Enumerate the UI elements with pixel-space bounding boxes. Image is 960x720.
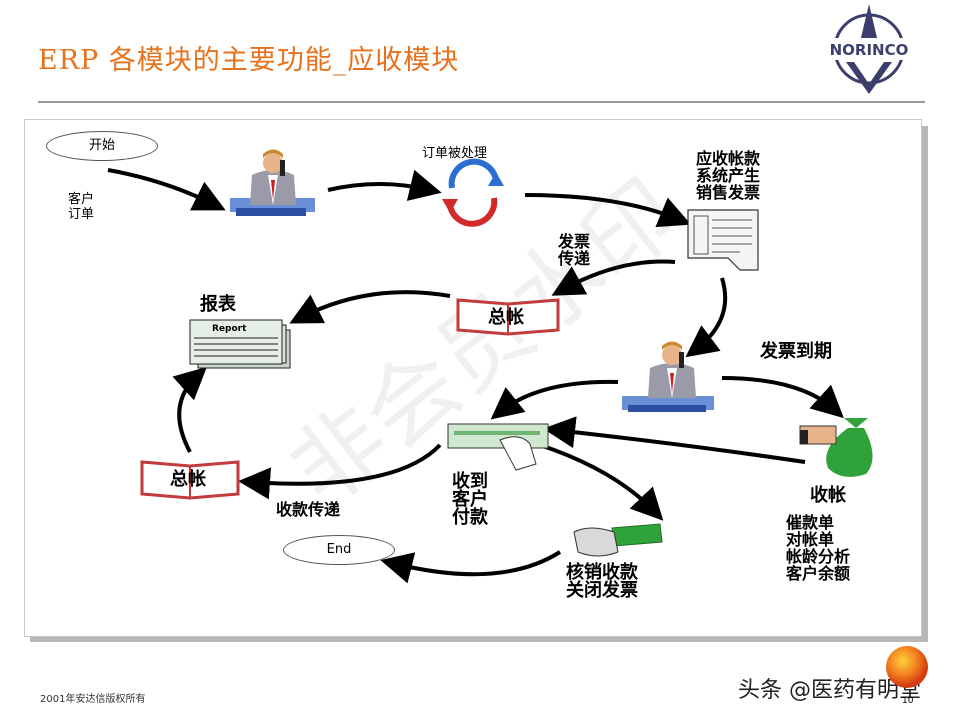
ledger-book-icon-top [456, 298, 560, 336]
norinco-logo-icon: NORINCO [828, 4, 910, 94]
arrow-invoice-to-ledger [551, 259, 676, 296]
start-node: 开始 [46, 131, 158, 161]
copyright-text: 2001年安达信版权所有 [40, 694, 146, 705]
report-title-label: 报表 [200, 294, 236, 315]
arrow-order-to-clerk [107, 168, 226, 211]
money-bag-icon [799, 418, 873, 477]
writeoff-handshake-icon [573, 523, 663, 557]
collection-docs-label: 催款单 对帐单 帐龄分析 客户余额 [786, 513, 851, 583]
arrow-clerk-to-money [721, 376, 844, 419]
process-cycle-icon [442, 158, 504, 227]
arrow-money-to-check [543, 416, 806, 464]
clerk-phone-icon-top [230, 149, 315, 216]
clerk-phone-icon-middle [622, 341, 714, 412]
ledger-bottom-label: 总帐 [170, 469, 206, 490]
report-stack-icon [189, 319, 291, 369]
sun-logo-icon [886, 646, 928, 688]
writeoff-label: 核销收款 关闭发票 [566, 562, 638, 601]
collection-label: 收帐 [810, 485, 846, 506]
end-node: End [283, 535, 395, 565]
arrow-process-to-invoice [524, 193, 692, 228]
order-processed-label: 订单被处理 [422, 146, 488, 161]
arrow-check-to-ledger [238, 443, 442, 500]
title-divider [38, 101, 925, 103]
receive-payment-label: 收到 客户 付款 [452, 471, 488, 528]
invoice-document-icon [687, 209, 759, 271]
ledger-top-label: 总帐 [488, 307, 524, 328]
arrow-ledger-to-report [289, 290, 451, 324]
page-number: 10 [902, 696, 914, 706]
report-doc-label: Report [212, 324, 247, 334]
ar-system-invoice-label: 应收帐款 系统产生 销售发票 [696, 149, 761, 202]
arrow-check-to-writeoff [539, 443, 664, 521]
payment-transfer-label: 收款传递 [276, 500, 341, 519]
invoice-transfer-label: 发票 传递 [558, 232, 591, 268]
check-payment-icon [447, 423, 549, 471]
source-watermark-text: 头条 @医药有明堂 [738, 678, 921, 703]
arrow-clerk-to-check [490, 379, 619, 420]
arrow-invoice-to-clerk [685, 277, 728, 358]
arrow-ledger-to-report-up [172, 366, 207, 453]
invoice-due-label: 发票到期 [760, 341, 832, 362]
customer-order-label: 客户 订单 [68, 192, 95, 222]
logo-text: NORINCO [830, 41, 909, 59]
page-title: ERP 各模块的主要功能_应收模块 [38, 45, 460, 76]
arrow-writeoff-to-end [380, 550, 562, 584]
ledger-book-icon-bottom [140, 460, 240, 500]
arrow-clerk-to-process [327, 169, 442, 201]
